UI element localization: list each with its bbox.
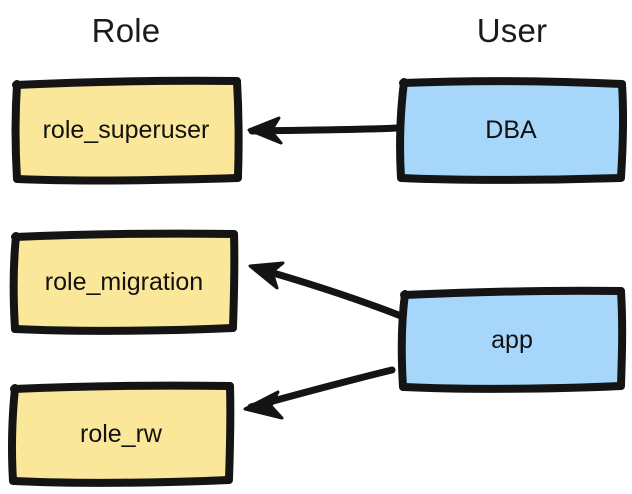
column-header-role: Role [91, 12, 161, 49]
node-fill [402, 82, 622, 178]
node-border-bottom [400, 382, 625, 393]
node-border-right [617, 80, 628, 181]
node-fill [14, 386, 230, 481]
node-border-top [10, 381, 234, 393]
node-app[interactable]: app [397, 286, 627, 393]
node-border-bottom [398, 174, 625, 184]
node-border-top [400, 286, 625, 299]
node-border-left [397, 290, 409, 391]
node-border-top [12, 76, 240, 89]
node-border-right [233, 77, 243, 181]
node-dba[interactable]: DBA [396, 76, 628, 184]
node-border-left [9, 232, 20, 333]
edge-app-role-migration [248, 261, 405, 320]
node-fill [15, 234, 234, 329]
node-role-rw[interactable]: role_rw [7, 381, 235, 487]
node-role-migration[interactable]: role_migration [9, 229, 239, 335]
node-fill [404, 291, 621, 387]
node-border-right [617, 287, 627, 389]
node-border-top [11, 229, 238, 241]
node-role-superuser[interactable]: role_superuser [11, 76, 243, 185]
node-fill [17, 81, 238, 180]
node-border-left [396, 78, 408, 182]
node-border-bottom [14, 174, 242, 185]
column-header-user: User [476, 12, 548, 49]
node-border-left [11, 80, 21, 183]
node-border-bottom [10, 476, 233, 487]
edge-dba-role-superuser [247, 116, 402, 145]
edge-app-role-rw [243, 366, 396, 420]
node-border-right [225, 382, 235, 483]
node-border-right [229, 230, 239, 331]
node-border-top [399, 77, 626, 88]
node-border-bottom [11, 324, 237, 335]
node-border-left [7, 384, 19, 485]
